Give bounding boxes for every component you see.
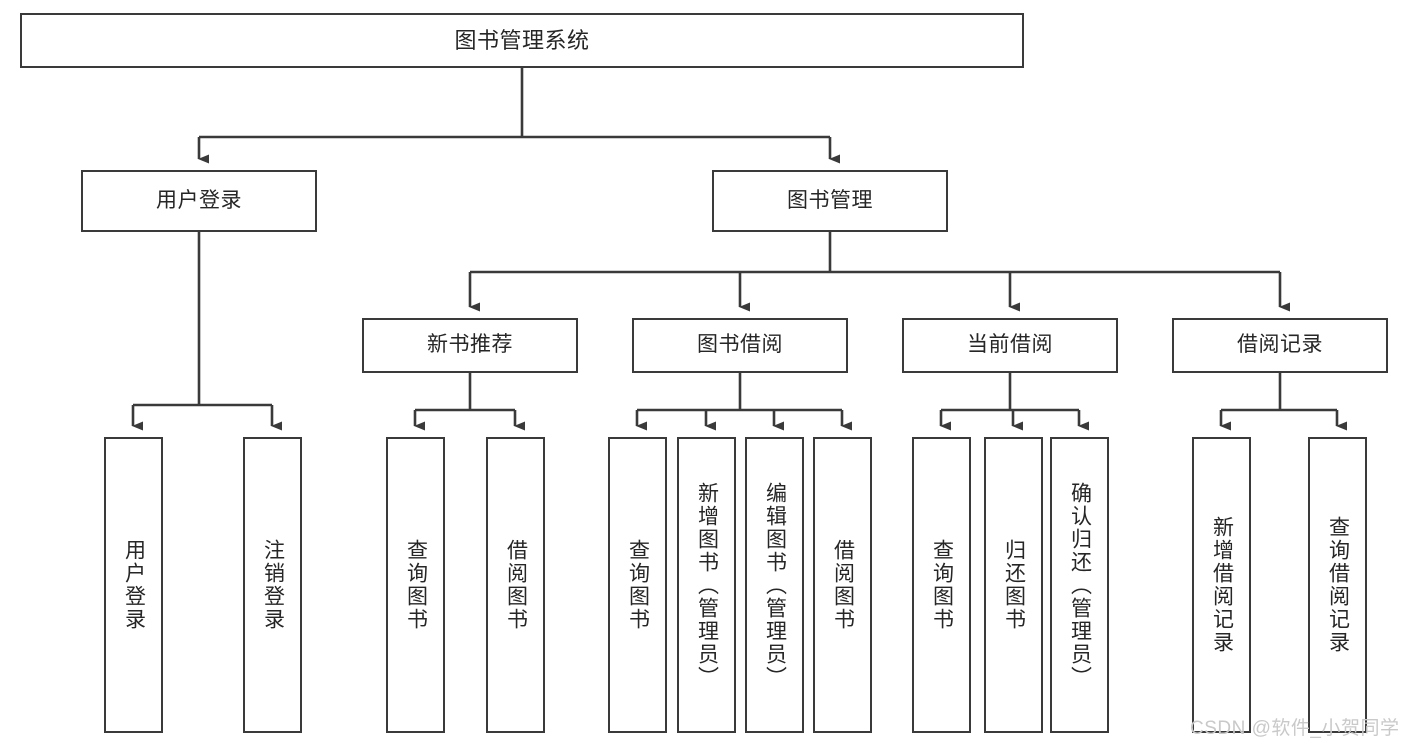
node-leaf-confirm-return-admin[interactable]: 确认归还（管理员） bbox=[1050, 437, 1109, 733]
node-label: 用户登录 bbox=[122, 539, 146, 631]
node-label: 查询图书 bbox=[404, 539, 428, 631]
node-label: 用户登录 bbox=[156, 188, 242, 212]
node-label: 新增图书（管理员） bbox=[695, 481, 719, 689]
node-label: 归还图书 bbox=[1002, 539, 1026, 631]
node-leaf-return-book[interactable]: 归还图书 bbox=[984, 437, 1043, 733]
node-label: 借阅图书 bbox=[504, 539, 528, 631]
node-leaf-add-borrow-record[interactable]: 新增借阅记录 bbox=[1192, 437, 1251, 733]
node-borrow-record[interactable]: 借阅记录 bbox=[1172, 318, 1388, 373]
node-leaf-query-book-2[interactable]: 查询图书 bbox=[608, 437, 667, 733]
node-label: 查询借阅记录 bbox=[1326, 516, 1350, 654]
node-book-manage[interactable]: 图书管理 bbox=[712, 170, 948, 232]
node-current-borrow[interactable]: 当前借阅 bbox=[902, 318, 1118, 373]
node-label: 借阅图书 bbox=[831, 539, 855, 631]
node-root[interactable]: 图书管理系统 bbox=[20, 13, 1024, 68]
node-leaf-query-book-1[interactable]: 查询图书 bbox=[386, 437, 445, 733]
node-label: 注销登录 bbox=[261, 539, 285, 631]
node-label: 图书借阅 bbox=[697, 333, 783, 357]
node-leaf-borrow-book-1[interactable]: 借阅图书 bbox=[486, 437, 545, 733]
node-label: 确认归还（管理员） bbox=[1068, 481, 1092, 689]
node-label: 借阅记录 bbox=[1237, 333, 1323, 357]
node-label: 新增借阅记录 bbox=[1210, 516, 1234, 654]
node-leaf-logout[interactable]: 注销登录 bbox=[243, 437, 302, 733]
node-label: 新书推荐 bbox=[427, 333, 513, 357]
node-book-borrow[interactable]: 图书借阅 bbox=[632, 318, 848, 373]
node-label: 图书管理 bbox=[787, 188, 873, 212]
node-label: 当前借阅 bbox=[967, 333, 1053, 357]
node-leaf-borrow-book-2[interactable]: 借阅图书 bbox=[813, 437, 872, 733]
node-new-book-recommend[interactable]: 新书推荐 bbox=[362, 318, 578, 373]
node-leaf-add-book-admin[interactable]: 新增图书（管理员） bbox=[677, 437, 736, 733]
node-label: 查询图书 bbox=[930, 539, 954, 631]
node-leaf-edit-book-admin[interactable]: 编辑图书（管理员） bbox=[745, 437, 804, 733]
node-leaf-query-book-3[interactable]: 查询图书 bbox=[912, 437, 971, 733]
node-user-login[interactable]: 用户登录 bbox=[81, 170, 317, 232]
node-label: 图书管理系统 bbox=[454, 27, 590, 53]
node-leaf-user-login[interactable]: 用户登录 bbox=[104, 437, 163, 733]
node-leaf-query-borrow-record[interactable]: 查询借阅记录 bbox=[1308, 437, 1367, 733]
node-label: 查询图书 bbox=[626, 539, 650, 631]
node-label: 编辑图书（管理员） bbox=[763, 481, 787, 689]
csdn-watermark: CSDN @软件_小贺同学 bbox=[1190, 718, 1400, 739]
